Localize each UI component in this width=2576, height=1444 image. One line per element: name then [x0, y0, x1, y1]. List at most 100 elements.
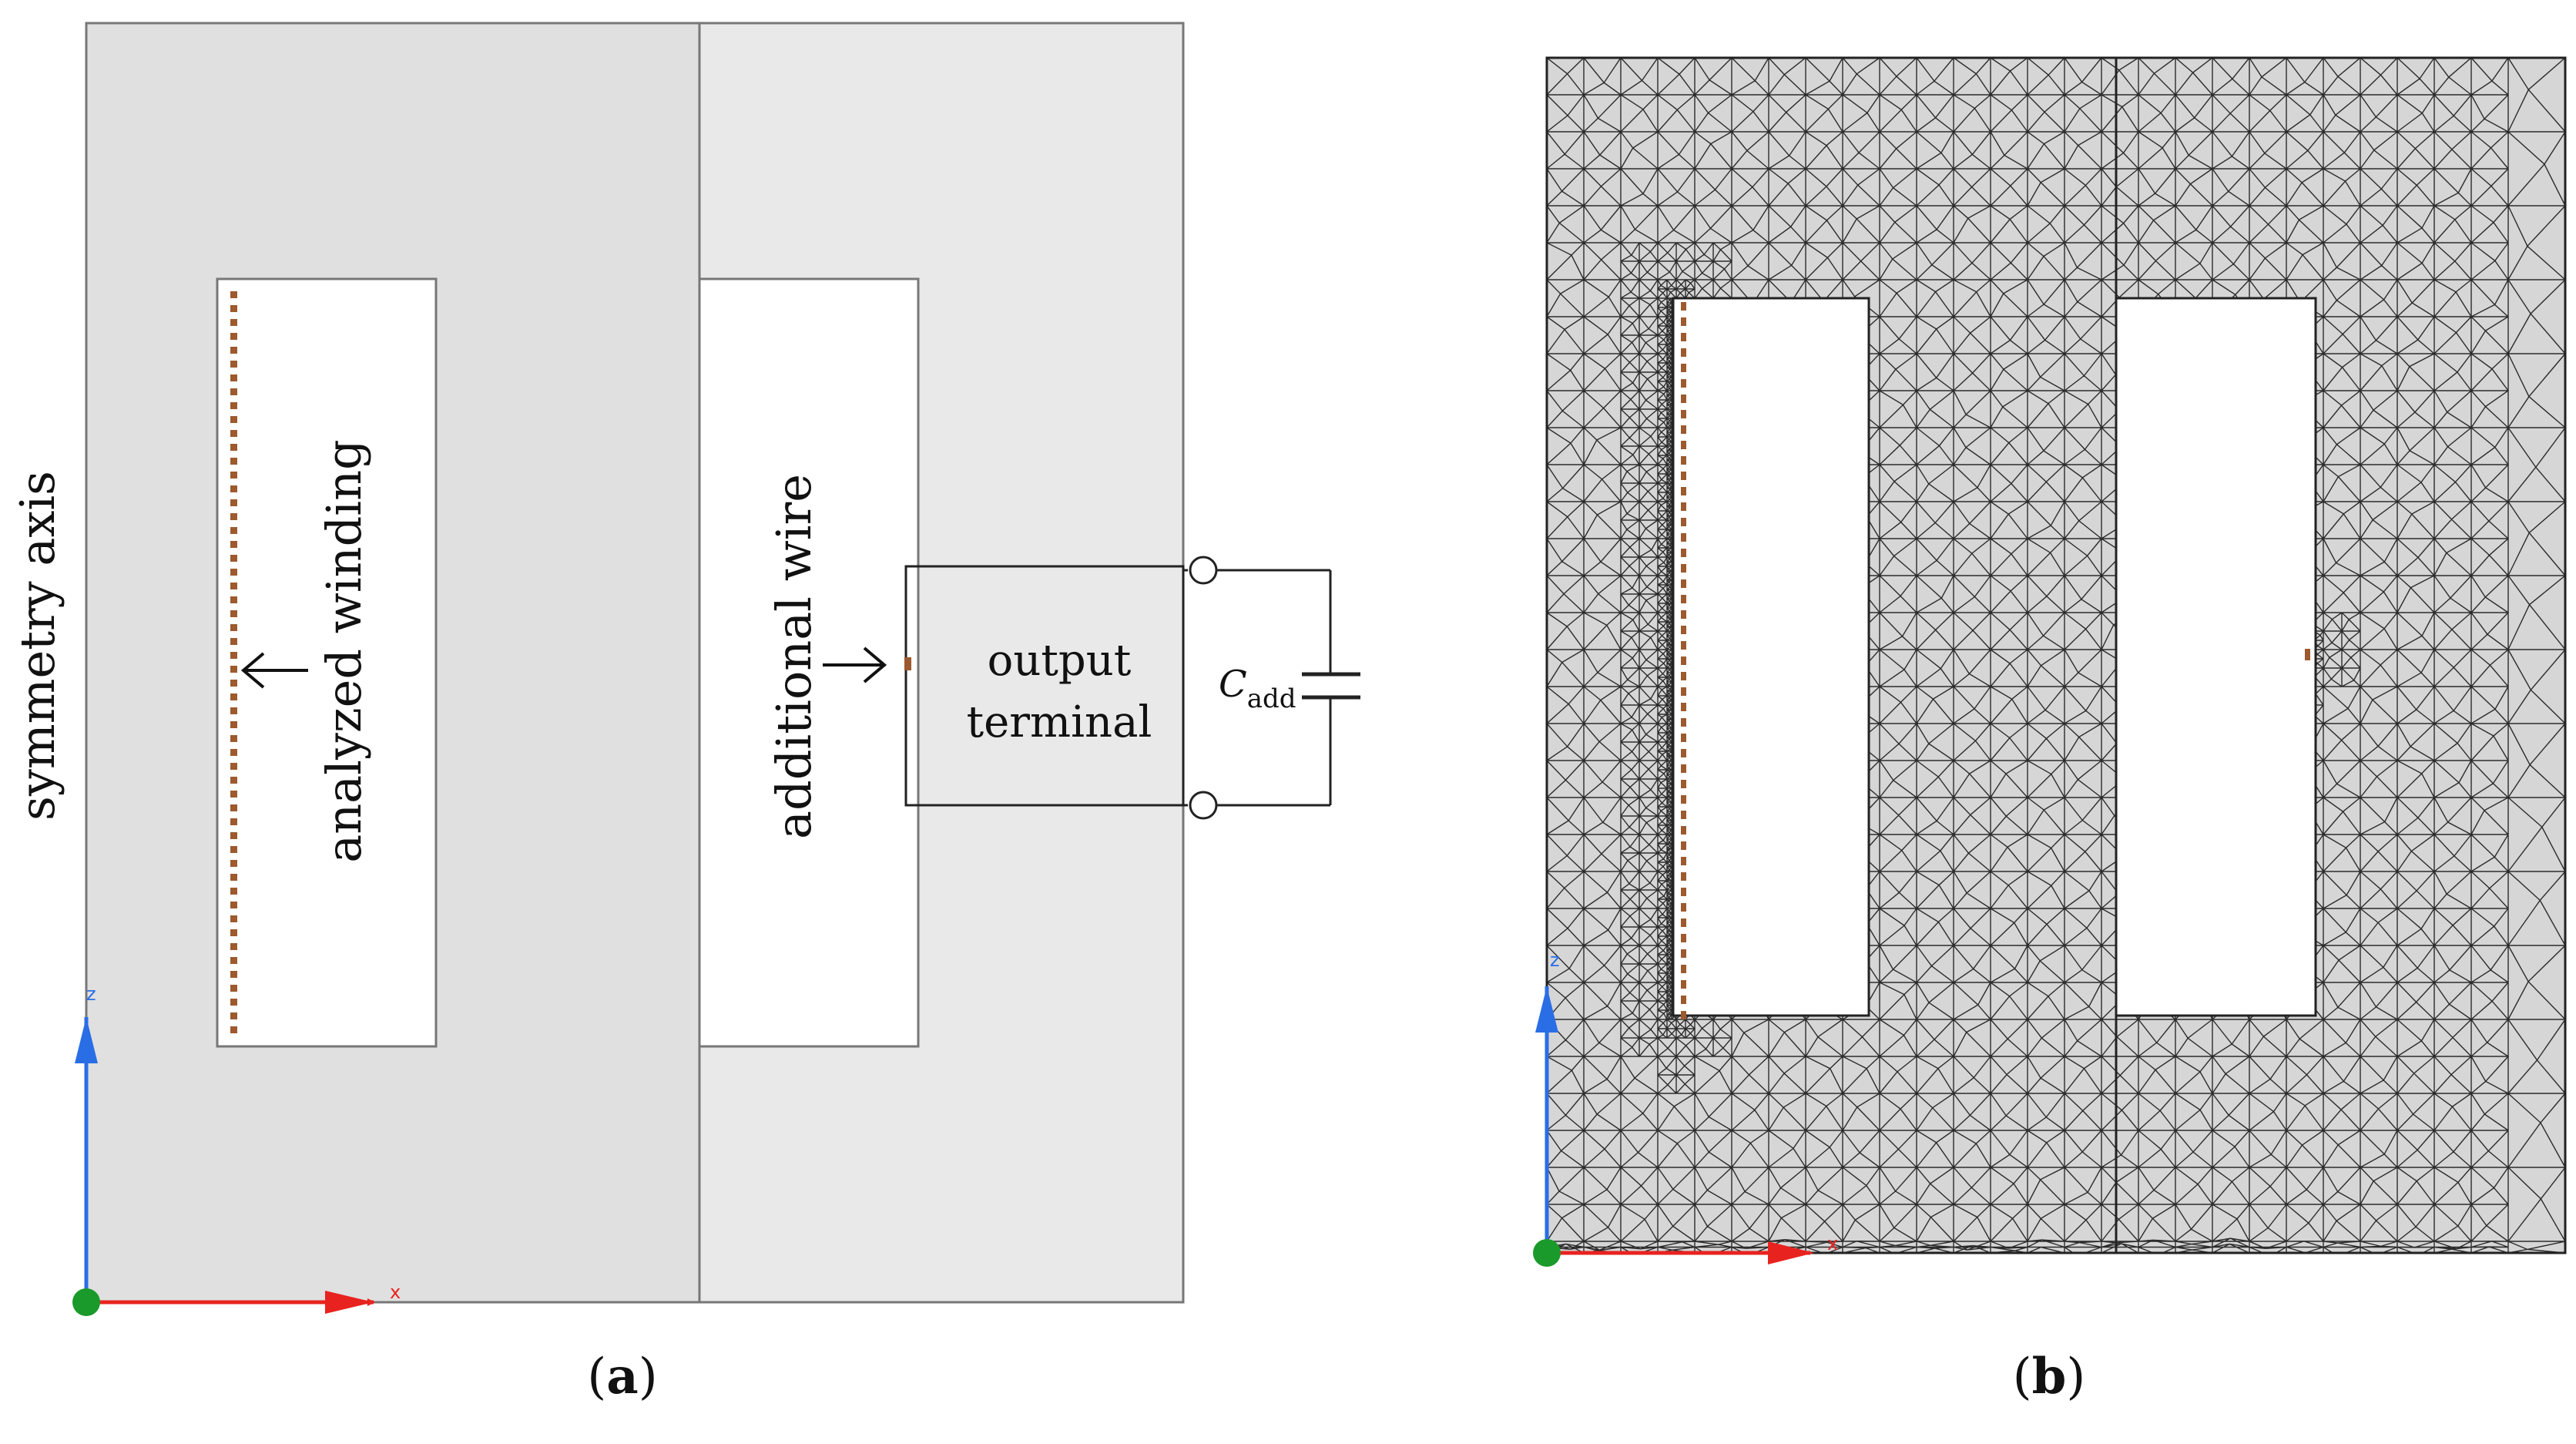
- mesh-conductor-dot: [1681, 872, 1686, 881]
- mesh-conductor-dot: [1681, 610, 1686, 619]
- winding-conductor-dot: [230, 915, 237, 922]
- mesh-conductor-dot: [1681, 1011, 1686, 1019]
- winding-conductor-dot: [230, 430, 237, 437]
- winding-conductor-dot: [230, 1026, 237, 1033]
- mesh-conductor-dot: [1681, 456, 1686, 465]
- mesh-conductor-dot: [1681, 780, 1686, 788]
- winding-conductor-dot: [230, 791, 237, 798]
- winding-conductor-dot: [230, 971, 237, 978]
- output-terminal-box: [904, 565, 1185, 807]
- terminal-node-bottom: [1189, 791, 1218, 820]
- mesh-conductor-dot: [1681, 841, 1686, 850]
- winding-conductor-dot: [230, 333, 237, 340]
- capacitor-label: Cadd: [1219, 663, 1296, 714]
- winding-conductor-dot: [230, 888, 237, 895]
- winding-conductor-dot: [230, 624, 237, 631]
- winding-conductor-dot: [230, 458, 237, 465]
- mesh-conductor-dot: [1681, 364, 1686, 372]
- winding-conductor-dot: [230, 610, 237, 617]
- winding-conductor-dot: [230, 735, 237, 742]
- mesh-wire-conductor: [2305, 649, 2310, 660]
- mesh-conductor-dot: [1681, 441, 1686, 449]
- winding-conductor-dot: [230, 541, 237, 548]
- winding-conductor-dot: [230, 291, 237, 298]
- analyzed-winding-label: analyzed winding: [316, 439, 372, 862]
- mesh-conductor-dot: [1681, 333, 1686, 341]
- mesh-conductor-dot: [1681, 795, 1686, 804]
- mesh-conductor-dot: [1681, 472, 1686, 480]
- mesh-conductor-dot: [1681, 657, 1686, 665]
- mesh-conductor-dot: [1681, 980, 1686, 989]
- winding-conductor-dot: [230, 693, 237, 700]
- winding-conductor-dot: [230, 596, 237, 603]
- winding-conductor-dot: [230, 374, 237, 381]
- mesh-conductor-dot: [1681, 533, 1686, 542]
- mesh-conductor-dot: [1681, 518, 1686, 526]
- terminal-node-top: [1189, 556, 1218, 585]
- mesh-conductor-dot: [1681, 764, 1686, 773]
- mesh-conductor-dot: [1681, 549, 1686, 557]
- winding-conductor-dot: [230, 943, 237, 950]
- winding-conductor-dot: [230, 666, 237, 673]
- mesh-conductor-dot: [1681, 718, 1686, 727]
- axis-triad-b: x z: [1533, 949, 1838, 1267]
- mesh-conductor-dot: [1681, 996, 1686, 1004]
- winding-conductor-dot: [230, 361, 237, 368]
- terminal-circuit: [1183, 556, 1360, 820]
- mesh-conductor-dot: [1681, 425, 1686, 434]
- winding-arrow: [240, 652, 308, 689]
- mesh-conductor-dot: [1681, 579, 1686, 588]
- winding-conductor-dot: [230, 707, 237, 714]
- winding-conductor-dot: [230, 527, 237, 534]
- terminal-label-line1: output: [988, 636, 1132, 686]
- winding-conductor-dot: [230, 1012, 237, 1019]
- winding-conductor-dot: [230, 416, 237, 423]
- winding-conductor-dot: [230, 804, 237, 811]
- wire-arrow: [823, 646, 887, 683]
- origin-dot-b: [1533, 1239, 1561, 1267]
- winding-conductor-dot: [230, 499, 237, 506]
- origin-dot: [72, 1288, 100, 1316]
- winding-conductor-dot: [230, 638, 237, 645]
- winding-conductor-dot: [230, 777, 237, 784]
- mesh-conductor-dot: [1681, 888, 1686, 896]
- winding-conductor-dot: [230, 929, 237, 936]
- winding-conductor-dot: [230, 957, 237, 964]
- mesh-conductor-dot: [1681, 703, 1686, 711]
- z-axis-letter-b: z: [1550, 949, 1560, 971]
- mesh-conductor-dot: [1681, 564, 1686, 573]
- winding-conductor-dot: [230, 749, 237, 756]
- mesh-conductor-dot: [1681, 918, 1686, 927]
- winding-conductor-dot: [230, 555, 237, 562]
- winding-conductor-dot: [230, 680, 237, 687]
- mesh-conductor-dot: [1681, 317, 1686, 326]
- mesh-conductor-dot: [1681, 965, 1686, 973]
- mesh-conductor-dot: [1681, 410, 1686, 418]
- panel-a: symmetry axis analyzed winding additiona…: [9, 22, 1360, 1405]
- winding-conductor-dot: [230, 860, 237, 867]
- mesh-conductor-dot: [1681, 595, 1686, 603]
- winding-conductor-dot: [230, 721, 237, 728]
- x-axis-letter: x: [390, 1281, 401, 1303]
- winding-conductor-dot: [230, 305, 237, 312]
- winding-conductor-dot: [230, 319, 237, 326]
- winding-conductor-dot: [230, 347, 237, 354]
- winding-conductor-dot: [230, 985, 237, 992]
- winding-conductor-dot: [230, 513, 237, 520]
- winding-conductor-dot: [230, 485, 237, 492]
- winding-conductor-dot: [230, 902, 237, 908]
- winding-conductor-dot: [230, 583, 237, 589]
- winding-conductor-dot: [230, 846, 237, 853]
- mesh-conductor-dot: [1681, 502, 1686, 511]
- mesh-winding-conductors: [1681, 302, 1686, 1019]
- mesh-conductor-dot: [1681, 348, 1686, 357]
- mesh-conductor-dot: [1681, 934, 1686, 942]
- winding-conductor-dot: [230, 832, 237, 839]
- mesh-conductor-dot: [1681, 379, 1686, 388]
- additional-wire-label: additional wire: [766, 474, 822, 839]
- winding-conductor-dot: [230, 818, 237, 825]
- mesh-conductor-dot: [1681, 641, 1686, 650]
- mesh-conductor-dot: [1681, 687, 1686, 696]
